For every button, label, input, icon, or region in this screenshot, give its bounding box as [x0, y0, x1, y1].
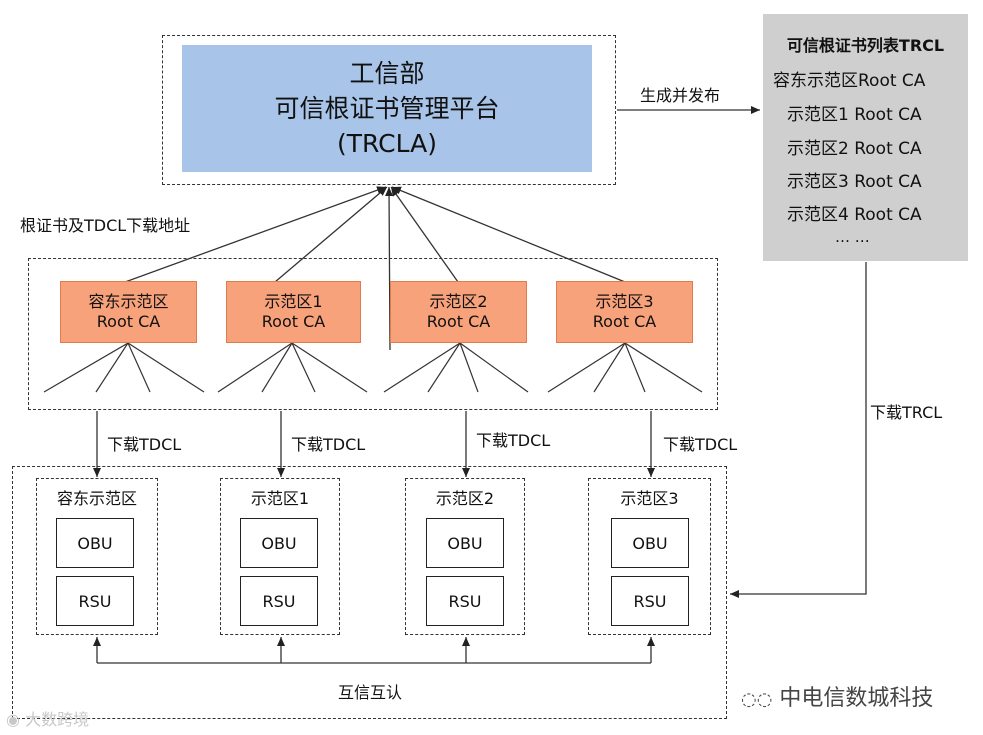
platform-frame — [162, 35, 616, 185]
obu-node: OBU — [426, 518, 504, 568]
zones-frame — [12, 466, 727, 719]
trcl-item: 示范区2 Root CA — [787, 139, 922, 159]
edge-label-mutual-trust: 互信互认 — [338, 683, 403, 702]
watermark-right: ◌◌ 中电信数城科技 — [741, 680, 933, 712]
zone-title: 示范区3 — [620, 489, 679, 508]
trcl-list-title: 可信根证书列表TRCL — [786, 36, 945, 55]
root-ca-node-rongdong: 容东示范区 Root CA — [60, 281, 197, 343]
watermark-left: ◉ 大数跨境 — [6, 706, 89, 730]
root-ca-name: 示范区3 — [595, 292, 654, 311]
obu-node: OBU — [240, 518, 318, 568]
trcl-item: 示范区4 Root CA — [787, 205, 922, 225]
watermark-right-text: 中电信数城科技 — [779, 686, 934, 711]
watermark-left-text: 大数跨境 — [25, 710, 90, 729]
zone-title: 示范区2 — [435, 489, 495, 508]
rsu-node: RSU — [611, 576, 689, 626]
zone-title: 示范区1 — [250, 489, 310, 508]
trcl-item: 示范区3 Root CA — [787, 172, 922, 192]
root-ca-node-zone-2: 示范区2 Root CA — [390, 281, 527, 343]
root-ca-node-zone-3: 示范区3 Root CA — [556, 281, 693, 343]
rsu-node: RSU — [240, 576, 318, 626]
edge-label-download-tdcl: 下载TDCL — [476, 431, 551, 450]
edge-label-root-cert-download: 根证书及TDCL下载地址 — [20, 216, 191, 235]
trcl-item: 容东示范区Root CA — [773, 71, 926, 91]
trcl-item: … … — [835, 228, 870, 246]
rsu-node: RSU — [56, 576, 134, 626]
zone-1: 示范区1 — [220, 478, 340, 635]
platform-line-1: 工信部 — [349, 59, 425, 88]
watermark-logo-icon: ◉ — [6, 710, 20, 729]
edge-label-download-tdcl: 下载TDCL — [663, 435, 738, 454]
trcl-list-node: 可信根证书列表TRCL 容东示范区Root CA 示范区1 Root CA 示范… — [763, 14, 968, 261]
root-ca-label: Root CA — [426, 312, 491, 331]
root-ca-label: Root CA — [261, 312, 326, 331]
edge-label-download-trcl: 下载TRCL — [870, 403, 943, 422]
root-ca-label: Root CA — [96, 312, 161, 331]
platform-line-3: (TRCLA) — [337, 129, 437, 158]
obu-node: OBU — [56, 518, 134, 568]
trcla-platform-node: 工信部 可信根证书管理平台 (TRCLA) — [182, 45, 592, 172]
obu-node: OBU — [611, 518, 689, 568]
root-ca-frame — [28, 258, 718, 410]
zone-rongdong: 容东示范区 — [36, 478, 158, 635]
root-ca-name: 容东示范区 — [88, 292, 169, 311]
root-ca-name: 示范区2 — [429, 292, 488, 311]
platform-line-2: 可信根证书管理平台 — [274, 94, 500, 123]
edge-label-download-tdcl: 下载TDCL — [291, 435, 366, 454]
converge-lines — [124, 186, 626, 351]
root-ca-label: Root CA — [592, 312, 657, 331]
edge-label-generate-publish: 生成并发布 — [640, 86, 721, 105]
trcl-item: 示范区1 Root CA — [787, 105, 922, 125]
rsu-node: RSU — [426, 576, 504, 626]
zone-3: 示范区3 — [588, 478, 711, 635]
wechat-icon: ◌◌ — [741, 689, 773, 710]
root-ca-node-zone-1: 示范区1 Root CA — [226, 281, 361, 343]
root-ca-name: 示范区1 — [264, 292, 323, 311]
mutual-trust-lines — [93, 637, 655, 664]
zone-title: 容东示范区 — [56, 489, 137, 508]
trcl-download-path — [730, 262, 867, 598]
edge-label-download-tdcl: 下载TDCL — [107, 435, 182, 454]
zone-2: 示范区2 — [405, 478, 525, 635]
fanout-lines — [43, 342, 703, 393]
